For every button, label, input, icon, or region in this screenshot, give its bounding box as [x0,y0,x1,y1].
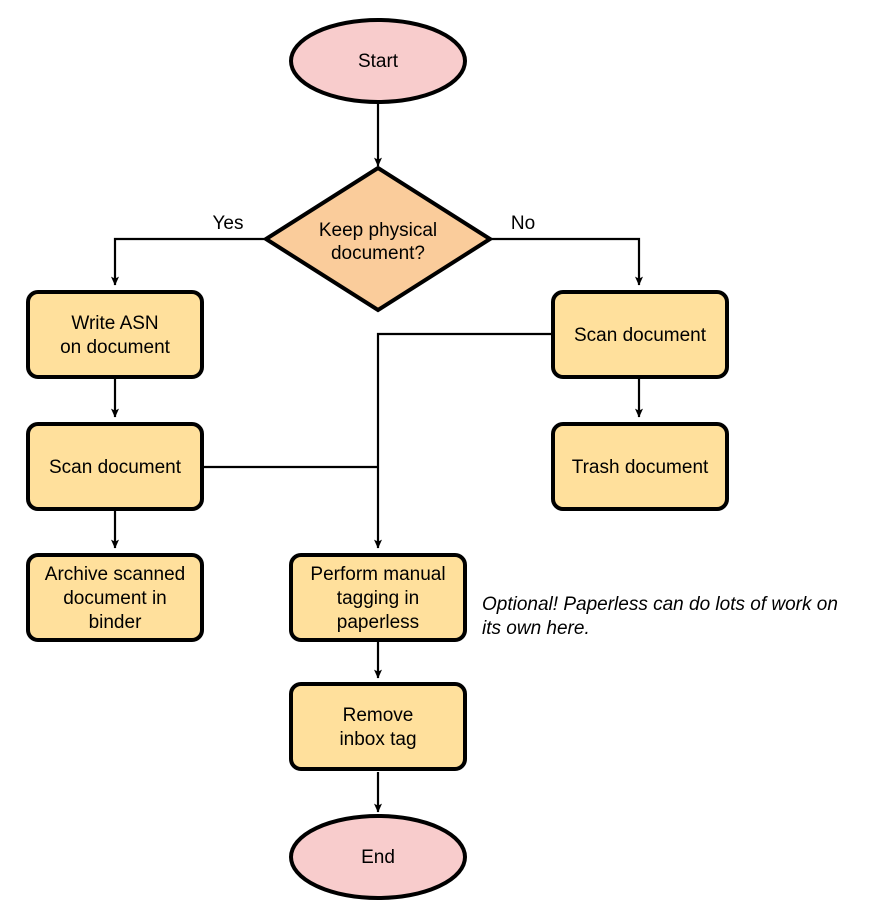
tagging-label-line3: paperless [337,612,419,633]
node-end[interactable]: End [289,814,467,900]
archive-label-line3: binder [89,612,142,633]
trash-document-box-shape [551,422,729,511]
write-asn-box-shape [26,290,204,379]
node-perform-manual-tagging[interactable]: Perform manual tagging in paperless [289,553,467,642]
edge-label-no: No [511,213,535,234]
start-label: Start [358,51,399,72]
decision-label-line1: Keep physical [319,220,437,241]
edge-decision-yes-to-write-asn [111,237,264,286]
end-ellipse-shape [289,814,467,900]
annotation-optional-note: Optional! Paperless can do lots of work … [482,594,838,639]
node-scan-document-right[interactable]: Scan document [551,290,729,379]
decision-diamond-shape [262,165,494,313]
optional-note-line2: its own here. [482,618,590,639]
scan-document-right-label: Scan document [574,325,707,346]
end-label: End [361,847,395,868]
node-trash-document[interactable]: Trash document [551,422,729,511]
decision-label-line2: document? [331,243,425,264]
tagging-box-shape [289,553,467,642]
write-asn-label-line2: on document [60,337,171,358]
connector-layer [111,103,643,813]
trash-document-label: Trash document [572,457,709,478]
archive-box-shape [26,553,204,642]
remove-inbox-tag-label-line2: inbox tag [339,729,416,750]
node-write-asn[interactable]: Write ASN on document [26,290,204,379]
node-archive-scanned-document[interactable]: Archive scanned document in binder [26,553,204,642]
edge-decision-no-to-scan-right [491,237,643,286]
scan-document-right-box-shape [551,290,729,379]
archive-label-line2: document in [63,588,167,609]
scan-document-left-box-shape [26,422,204,511]
remove-inbox-tag-label-line1: Remove [343,705,414,726]
edge-scan-right-to-tagging [374,332,551,549]
tagging-label-line2: tagging in [337,588,419,609]
start-ellipse-shape [289,18,467,104]
edge-label-yes: Yes [213,213,244,234]
optional-note-line1: Optional! Paperless can do lots of work … [482,594,838,615]
archive-label-line1: Archive scanned [45,564,185,585]
write-asn-label-line1: Write ASN [71,313,158,334]
node-start[interactable]: Start [289,18,467,104]
node-remove-inbox-tag[interactable]: Remove inbox tag [289,682,467,771]
scan-document-left-label: Scan document [49,457,182,478]
remove-inbox-tag-box-shape [289,682,467,771]
node-scan-document-left[interactable]: Scan document [26,422,204,511]
tagging-label-line1: Perform manual [310,564,445,585]
node-decision-keep-physical-document[interactable]: Keep physical document? [262,165,494,313]
